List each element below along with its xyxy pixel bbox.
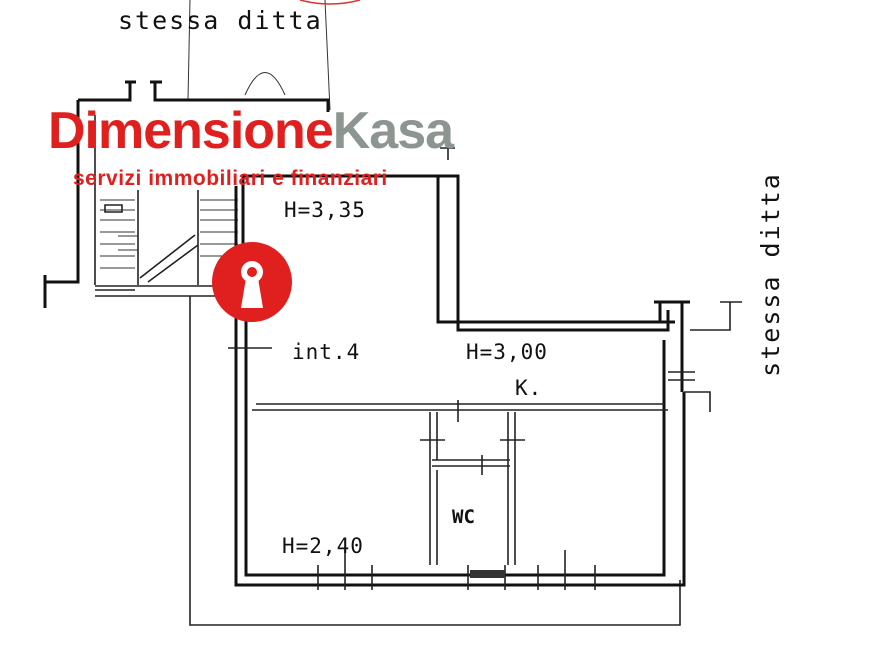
kitchen-label: K. [515,376,543,400]
watermark-logo: DimensioneKasa servizi immobiliari e fin… [48,105,468,200]
height-lower-label: H=2,40 [282,534,364,558]
height-upper-label: H=3,35 [284,198,366,222]
brand-tagline: servizi immobiliari e finanziari [73,167,388,190]
brand-name-part1: Dimensione [48,102,334,160]
height-main-label: H=3,00 [466,340,548,364]
right-neighbor-label: stessa ditta [755,172,785,377]
unit-label: int.4 [292,340,361,364]
lot-boundary [189,296,681,626]
brand-name: DimensioneKasa [48,102,454,160]
top-neighbor-label: stessa ditta [118,6,323,35]
brand-name-part2: Kasa [332,102,454,160]
keyhole-icon [212,242,292,322]
staircase [43,80,330,308]
wc-label: WC [452,506,475,528]
